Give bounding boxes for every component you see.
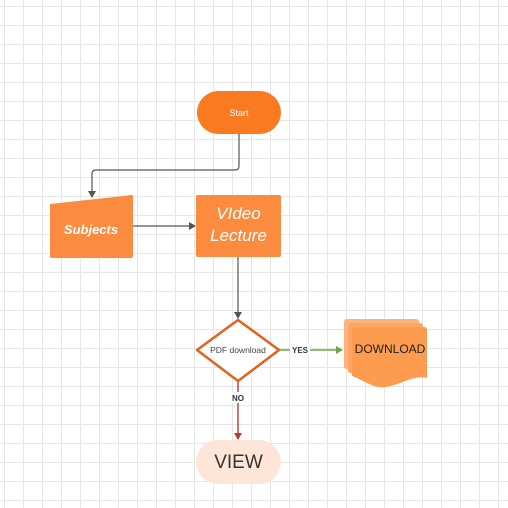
yes-label: YES <box>292 346 309 355</box>
download-node[interactable]: DOWNLOAD <box>344 319 427 388</box>
yes-label-bg <box>290 344 310 355</box>
subjects-label: Subjects <box>64 222 118 237</box>
view-node[interactable]: VIEW <box>196 440 281 484</box>
subjects-node[interactable]: Subjects <box>50 195 133 258</box>
download-label: DOWNLOAD <box>355 342 426 356</box>
edge-start-to-subjects <box>88 134 240 198</box>
video-lecture-node[interactable]: VIdeo Lecture <box>196 195 281 257</box>
no-label-bg <box>230 392 246 403</box>
start-label: Start <box>229 108 249 118</box>
video-lecture-line2: Lecture <box>210 226 267 245</box>
view-label: VIEW <box>214 452 263 473</box>
video-lecture-line1: VIdeo <box>216 204 260 223</box>
start-node[interactable]: Start <box>197 91 281 134</box>
pdf-download-decision[interactable]: PDF download <box>195 318 281 383</box>
no-label: NO <box>232 394 244 403</box>
decision-label: PDF download <box>210 345 266 355</box>
